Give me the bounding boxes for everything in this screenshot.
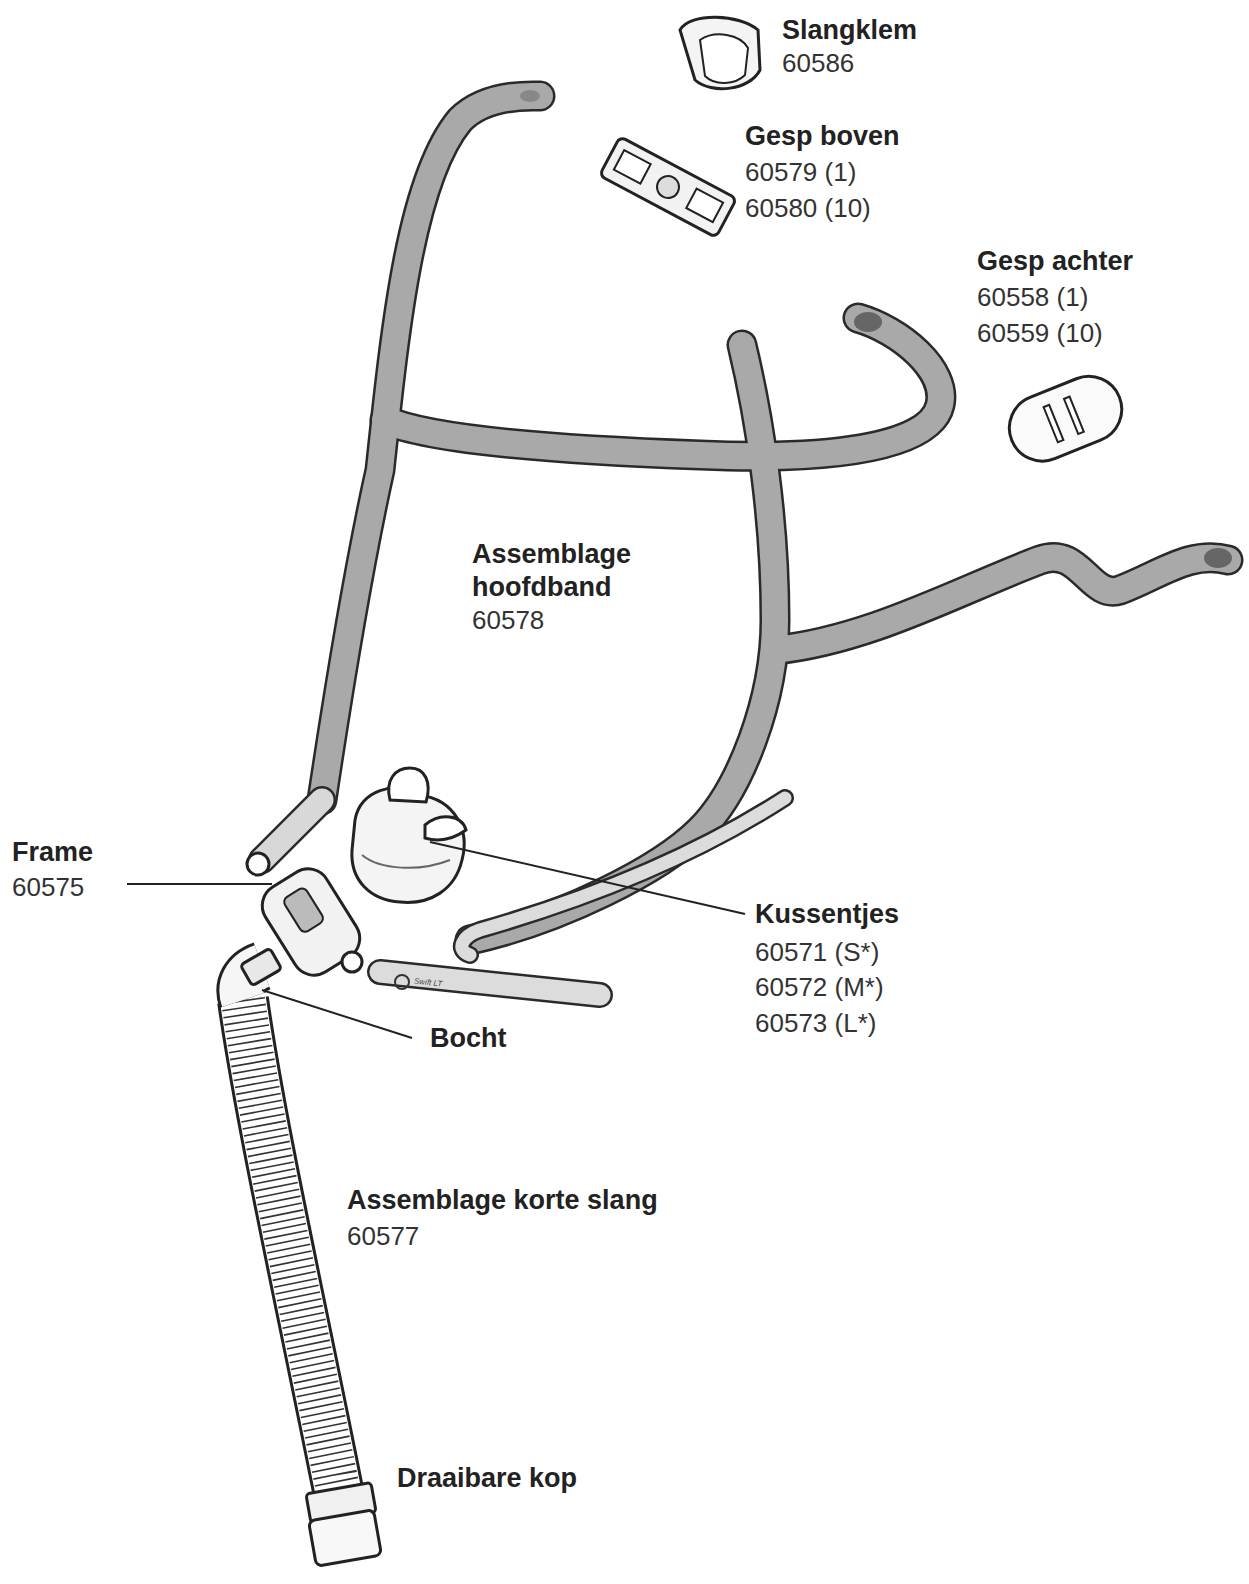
velcro-tip — [854, 312, 882, 332]
strap-outline — [775, 557, 1228, 650]
frame-bar — [380, 972, 600, 995]
frame-arm — [262, 800, 322, 860]
frame-arm — [462, 798, 785, 955]
part-name: Bocht — [430, 1022, 507, 1055]
frame-pivot — [247, 853, 269, 875]
strap-tip — [520, 90, 540, 102]
part-number: 60586 — [782, 47, 854, 80]
tube — [243, 1000, 338, 1490]
velcro-tip — [1204, 548, 1232, 568]
elbow-connector — [240, 948, 281, 986]
part-number: 60580 (10) — [745, 192, 871, 225]
leader-line — [127, 883, 272, 885]
tube-outline — [243, 1000, 338, 1490]
part-name: Assemblage hoofdband — [472, 538, 672, 604]
part-number: 60573 (L*) — [755, 1007, 876, 1040]
strap — [470, 345, 775, 940]
part-name: Kussentjes — [755, 898, 899, 931]
buckle-slot — [1044, 405, 1064, 442]
part-number: 60575 — [12, 871, 84, 904]
tube-ribs — [243, 1000, 338, 1490]
top-buckle — [599, 137, 736, 238]
leader-line — [262, 990, 412, 1038]
frame-arm-outline — [262, 800, 322, 860]
part-name: Slangklem — [782, 14, 917, 47]
part-number: 60558 (1) — [977, 281, 1088, 314]
buckle-body — [999, 366, 1131, 471]
buckle-slot — [1064, 397, 1084, 434]
strap — [385, 318, 941, 456]
nasal-pillow — [389, 768, 428, 802]
frame-bar-outline — [380, 972, 600, 995]
hose-clip — [680, 17, 760, 88]
product-mark: Swift LT — [414, 977, 443, 989]
frame-arm-outline — [462, 798, 785, 955]
nasal-pillow — [425, 817, 466, 840]
part-name: Draaibare kop — [397, 1462, 577, 1495]
back-buckle — [999, 366, 1131, 471]
part-number: 60559 (10) — [977, 317, 1103, 350]
buckle-slot — [686, 189, 723, 223]
part-name: Frame — [12, 836, 93, 869]
part-number: 60572 (M*) — [755, 971, 884, 1004]
part-name: Assemblage korte slang — [347, 1184, 658, 1217]
cushion-detail — [362, 855, 450, 868]
strap — [775, 557, 1228, 650]
part-number: 60578 — [472, 604, 544, 637]
part-number: 60577 — [347, 1220, 419, 1253]
hose-clip-inner — [700, 34, 748, 83]
buckle-slot — [614, 150, 651, 184]
swivel — [309, 1510, 382, 1567]
part-name: Gesp achter — [977, 245, 1133, 278]
buckle-hub — [653, 172, 683, 202]
part-number: 60579 (1) — [745, 156, 856, 189]
leader-line — [430, 842, 745, 914]
strap-outline — [385, 318, 941, 456]
buckle-body — [599, 137, 736, 238]
logo-mark — [395, 975, 409, 989]
part-number: 60571 (S*) — [755, 936, 879, 969]
frame-port — [342, 952, 362, 972]
frame-clip — [282, 886, 325, 934]
part-name: Gesp boven — [745, 120, 900, 153]
